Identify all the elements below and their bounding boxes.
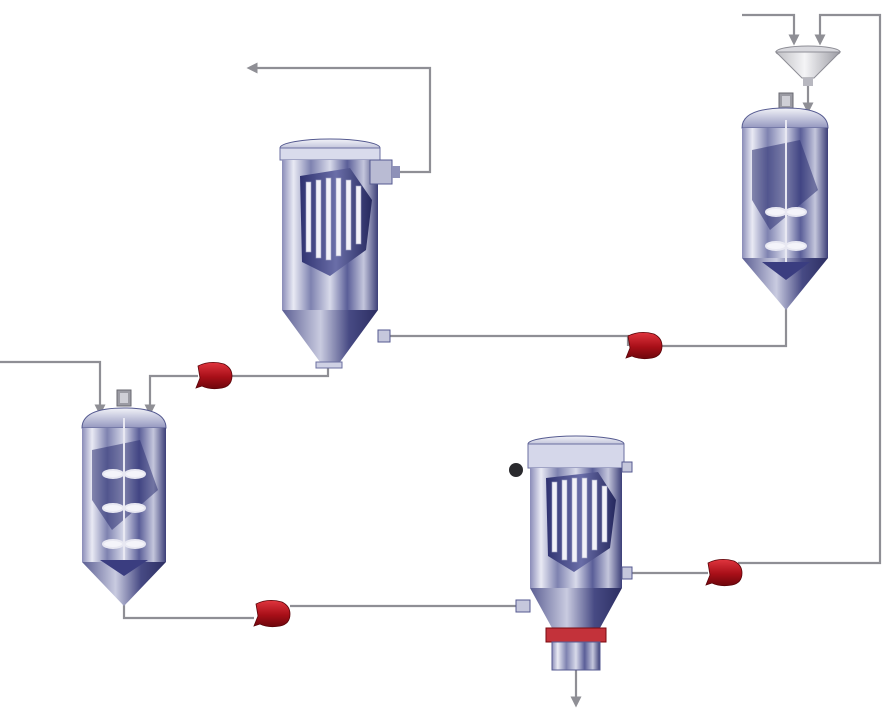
filter-candles xyxy=(551,477,608,563)
mix-tank-right xyxy=(741,92,829,310)
top-filter-vent-line xyxy=(246,62,432,174)
pump-icon xyxy=(705,559,743,587)
pump-1 xyxy=(195,362,233,390)
valve-knob-icon xyxy=(509,463,523,477)
left-tank-outlet-line xyxy=(122,604,254,620)
pump-3 xyxy=(253,600,291,628)
right-tank-outlet-line xyxy=(660,308,788,348)
top-filter-outlet-line xyxy=(230,368,330,378)
agitator xyxy=(765,120,807,262)
pump1-to-left-tank-line xyxy=(144,374,198,416)
filter-candles xyxy=(305,177,362,261)
filter-bottom xyxy=(509,435,633,671)
feed-funnel xyxy=(774,45,842,86)
pump-icon xyxy=(253,600,291,628)
pump2-to-filter-line xyxy=(388,334,630,346)
pump-icon xyxy=(625,332,663,360)
left-feed-line xyxy=(0,360,106,416)
pump-icon xyxy=(195,362,233,390)
feed-line-1 xyxy=(742,13,800,46)
pump-2 xyxy=(625,332,663,360)
mix-tank-left xyxy=(81,389,167,606)
filter-top xyxy=(279,138,400,369)
pump-4 xyxy=(705,559,743,587)
agitator xyxy=(102,418,146,560)
recycle-line xyxy=(738,13,882,565)
